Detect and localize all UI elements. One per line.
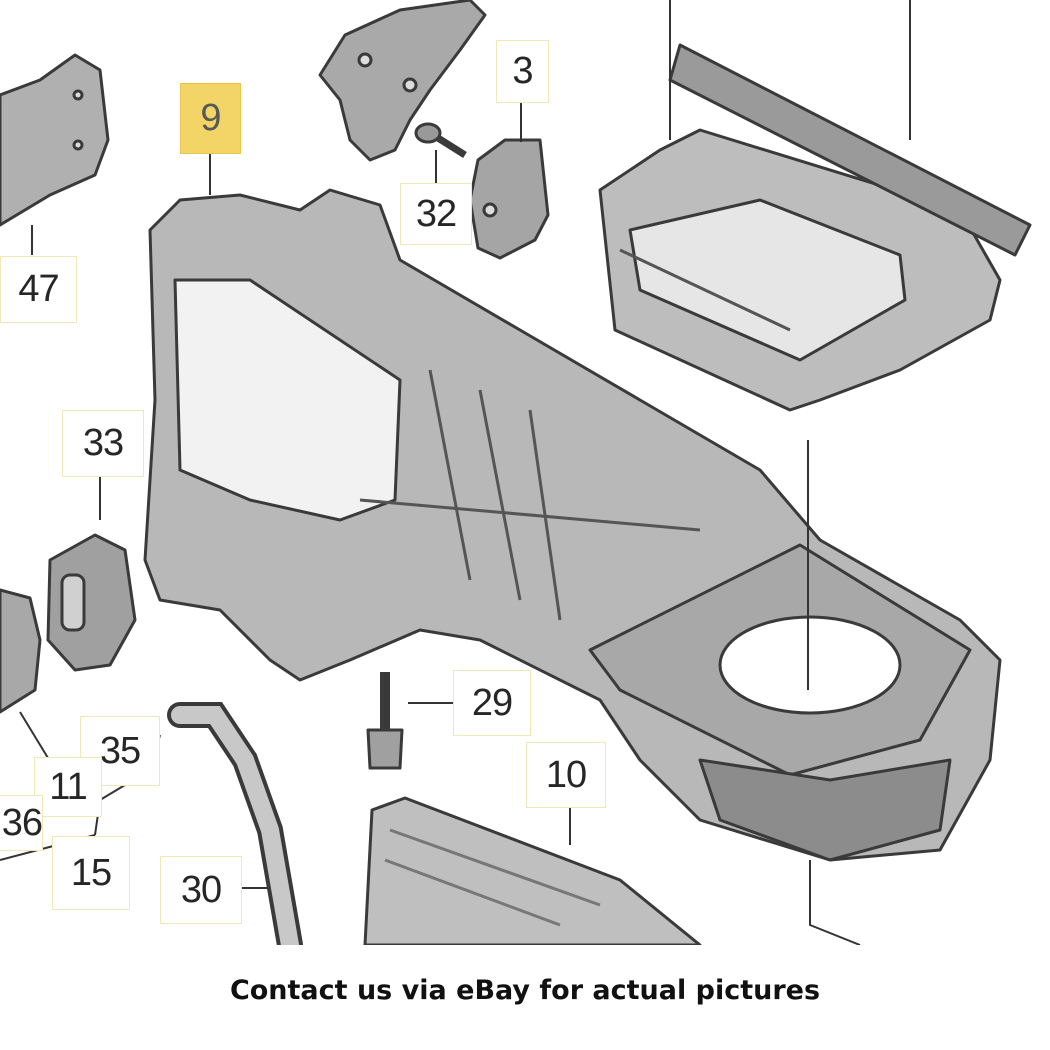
switch-33 bbox=[46, 533, 137, 672]
caption-text: Contact us via eBay for actual pictures bbox=[229, 975, 821, 1006]
bolt-32 bbox=[414, 122, 467, 158]
part-11 bbox=[0, 588, 42, 714]
callout-11: 11 bbox=[34, 757, 102, 817]
filter-housing-upper bbox=[598, 43, 1032, 412]
leader-lines bbox=[0, 0, 911, 945]
parts-diagram bbox=[0, 0, 1032, 945]
callout-15: 15 bbox=[52, 836, 130, 910]
actuator-3 bbox=[468, 138, 550, 260]
bracket-top-left bbox=[0, 53, 110, 227]
callout-9: 9 bbox=[180, 83, 241, 154]
heater-housing-9 bbox=[143, 188, 1002, 862]
callout-3: 3 bbox=[496, 40, 549, 103]
filter-element-10 bbox=[363, 796, 702, 945]
screw-29 bbox=[366, 672, 404, 770]
callout-47: 47 bbox=[0, 256, 77, 323]
callout-33: 33 bbox=[62, 410, 144, 477]
hose-30 bbox=[167, 702, 303, 945]
callout-10: 10 bbox=[526, 742, 606, 808]
callout-30: 30 bbox=[160, 856, 242, 924]
callout-32: 32 bbox=[400, 183, 472, 245]
callout-29: 29 bbox=[453, 670, 531, 736]
callout-36: 36 bbox=[0, 795, 43, 851]
mount-bracket-top bbox=[318, 0, 487, 162]
callout-35: 35 bbox=[80, 716, 160, 786]
